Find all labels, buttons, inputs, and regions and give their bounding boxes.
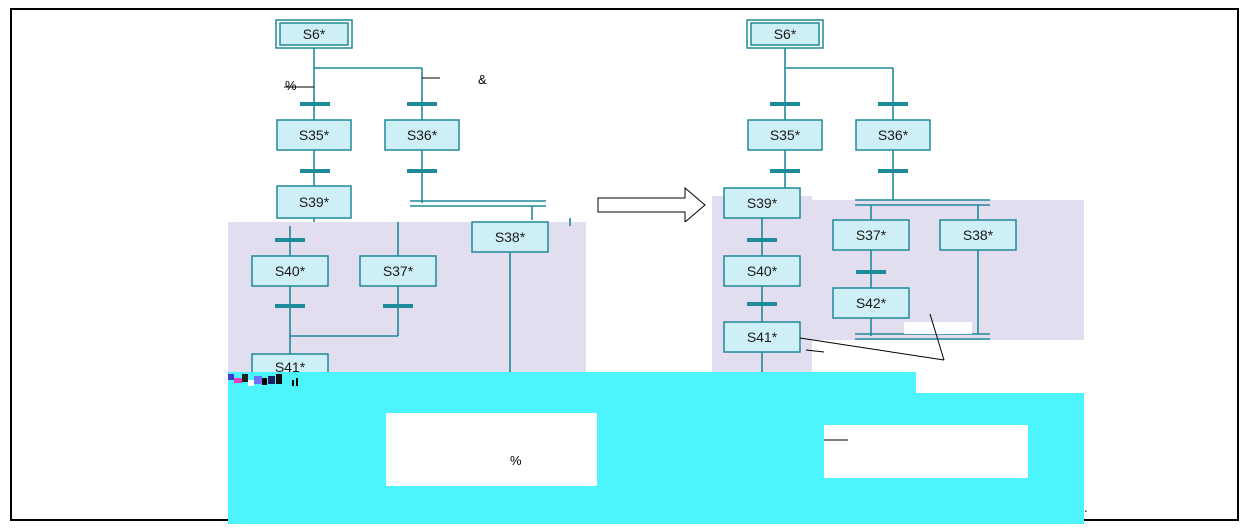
step-s38-right[interactable]: S38*	[939, 219, 1017, 251]
step-label: S41*	[275, 359, 306, 375]
step-s41[interactable]: S41*	[251, 353, 329, 377]
step-s40-right[interactable]: S40*	[723, 255, 801, 287]
pointer-line	[799, 337, 945, 361]
step-s6-initial[interactable]: S6*	[275, 19, 353, 49]
step-label: S40*	[747, 263, 778, 279]
step-s35-right[interactable]: S35*	[747, 119, 823, 151]
step-label: S40*	[275, 263, 306, 279]
white-patch	[904, 322, 972, 334]
step-s37-right[interactable]: S37*	[832, 219, 910, 251]
right-sfc-lower: S39* S37* S38* S40* S42* S41*	[723, 187, 1017, 372]
step-label: S39*	[747, 195, 778, 211]
step-label: S42*	[856, 295, 887, 311]
step-label: S35*	[299, 127, 330, 143]
step-s36-right[interactable]: S36*	[855, 119, 931, 151]
step-label: S6*	[303, 26, 326, 42]
cyan-overlay	[228, 372, 916, 396]
ampersand-mark: &	[478, 72, 487, 87]
step-s39[interactable]: S39*	[276, 185, 352, 219]
step-label: S35*	[770, 127, 801, 143]
step-s39-right[interactable]: S39*	[723, 187, 801, 219]
white-patch	[824, 425, 1028, 478]
step-label: S38*	[495, 229, 526, 245]
step-label: S36*	[407, 127, 438, 143]
left-sfc-diagram: % & S6* S35* S36* S39*	[275, 19, 546, 226]
step-s36[interactable]: S36*	[384, 119, 460, 151]
step-label: S38*	[963, 227, 994, 243]
white-patch	[824, 348, 894, 360]
white-patch	[588, 222, 718, 232]
step-s38[interactable]: S38*	[471, 221, 549, 253]
step-label: S36*	[878, 127, 909, 143]
step-label: S39*	[299, 194, 330, 210]
step-label: S37*	[383, 263, 414, 279]
artifact-glyph-icon	[228, 374, 298, 386]
step-s6-initial-right[interactable]: S6*	[746, 19, 824, 49]
step-s42-right[interactable]: S42*	[832, 287, 910, 319]
step-label: S37*	[856, 227, 887, 243]
step-label: S41*	[747, 329, 778, 345]
step-s35[interactable]: S35*	[276, 119, 352, 151]
step-s37[interactable]: S37*	[359, 255, 437, 287]
left-sfc-lower: S38* S40* S37* S41*	[251, 218, 571, 377]
white-patch	[386, 413, 597, 486]
conversion-arrow-icon	[597, 186, 706, 224]
pointer-line	[805, 349, 825, 353]
step-label: S6*	[774, 26, 797, 42]
overlay-dot-mark: .	[1084, 500, 1088, 515]
step-s40[interactable]: S40*	[251, 255, 329, 287]
pointer-line	[929, 313, 945, 361]
step-s41-right[interactable]: S41*	[723, 321, 801, 353]
percent-mark: %	[285, 78, 297, 93]
overlay-percent-mark: %	[510, 453, 522, 468]
right-sfc-diagram: S6* S35* S36*	[746, 19, 931, 200]
